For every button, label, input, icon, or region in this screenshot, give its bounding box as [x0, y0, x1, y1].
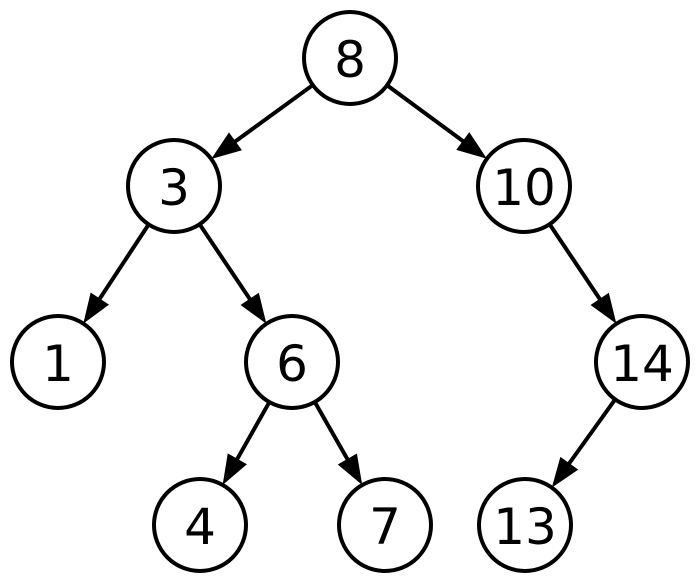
edge-8-to-3: [211, 83, 314, 159]
node-label: 4: [184, 498, 216, 556]
node-circle: [477, 477, 573, 573]
tree-node-7: 7: [337, 477, 433, 573]
node-circle: [152, 477, 248, 573]
tree-node-14: 14: [594, 314, 690, 410]
tree-node-8: 8: [302, 10, 398, 106]
arrowhead-icon: [456, 132, 487, 159]
tree-node-13: 13: [477, 477, 573, 573]
nodes: 8 3 10 1 6 14 4 7 13: [10, 10, 690, 573]
edge-line: [547, 223, 603, 302]
edge-6-to-7: [313, 400, 363, 486]
node-label: 14: [610, 335, 674, 393]
arrowhead-icon: [551, 456, 579, 488]
arrowhead-icon: [211, 132, 242, 159]
edges: [83, 83, 617, 488]
node-circle: [126, 138, 222, 234]
node-circle: [337, 477, 433, 573]
tree-node-1: 1: [10, 314, 106, 410]
edge-line: [566, 398, 617, 467]
node-circle: [10, 314, 106, 410]
edge-line: [97, 223, 151, 302]
node-circle: [594, 314, 690, 410]
edge-line: [385, 83, 466, 144]
edge-line: [197, 223, 253, 302]
edge-14-to-13: [551, 398, 617, 488]
arrowhead-icon: [337, 453, 363, 486]
arrowhead-icon: [222, 453, 247, 485]
node-circle: [244, 314, 340, 410]
edge-line: [313, 400, 351, 462]
tree-node-6: 6: [244, 314, 340, 410]
edge-3-to-6: [197, 223, 267, 324]
node-label: 3: [158, 159, 190, 217]
edge-3-to-1: [83, 223, 151, 324]
edge-line: [234, 401, 272, 462]
node-circle: [302, 10, 398, 106]
node-label: 6: [276, 335, 308, 393]
edge-8-to-10: [385, 83, 487, 159]
arrowhead-icon: [590, 292, 617, 324]
node-label: 1: [42, 335, 74, 393]
edge-line: [232, 83, 314, 145]
tree-node-4: 4: [152, 477, 248, 573]
node-label: 10: [492, 159, 556, 217]
arrowhead-icon: [240, 292, 267, 324]
arrowhead-icon: [83, 292, 110, 324]
edge-10-to-14: [547, 223, 617, 324]
node-label: 7: [369, 498, 401, 556]
node-circle: [476, 138, 572, 234]
tree-node-3: 3: [126, 138, 222, 234]
node-label: 13: [493, 498, 557, 556]
tree-node-10: 10: [476, 138, 572, 234]
node-label: 8: [334, 31, 366, 89]
edge-6-to-4: [222, 401, 272, 485]
